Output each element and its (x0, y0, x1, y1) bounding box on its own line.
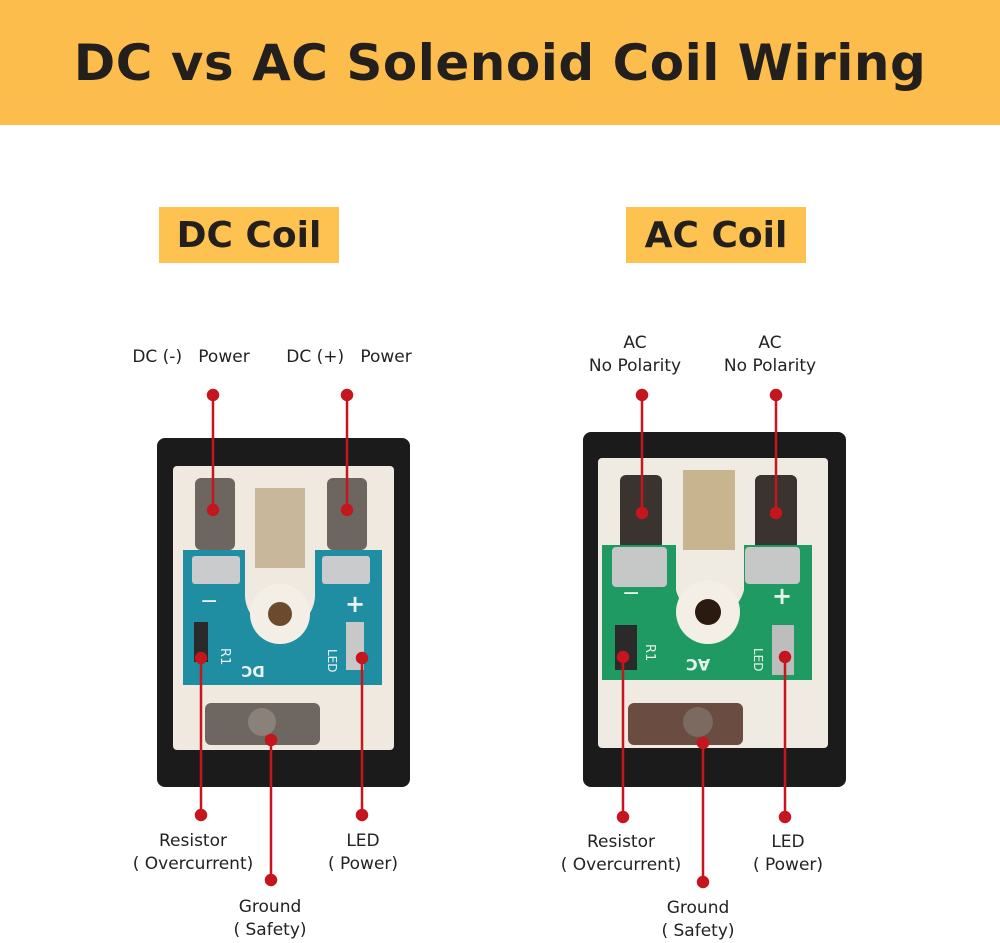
ac-coil-heading: AC Coil (626, 207, 806, 263)
ac-ground-label: Ground( Safety) (661, 898, 735, 941)
dc-negative-label: DC (-) Power (132, 347, 250, 367)
dc-pcb-r1: R1 (217, 648, 232, 665)
dc-pcb-plus: + (345, 590, 365, 618)
dc-pcb-label: DC (241, 662, 264, 680)
dc-resistor-label: Resistor( Overcurrent) (132, 831, 254, 874)
ac-pcb-plus: + (772, 582, 792, 610)
dc-ground-label: Ground( Safety) (233, 897, 307, 940)
ac-pcb-led: LED (751, 648, 765, 672)
ac-led-label: LED( Power) (752, 832, 824, 875)
dc-coil-device: DC R1 LED − + (157, 438, 410, 787)
ac-pcb-label: AC (686, 655, 710, 674)
ac-resistor-label: Resistor( Overcurrent) (560, 832, 682, 875)
dc-positive-label: DC (+) Power (286, 347, 412, 367)
dc-pcb-minus: − (200, 589, 218, 614)
page-title: DC vs AC Solenoid Coil Wiring (73, 33, 927, 92)
title-banner: DC vs AC Solenoid Coil Wiring (0, 0, 1000, 125)
ac-pcb-minus: − (622, 581, 640, 606)
dc-coil-heading: DC Coil (159, 207, 339, 263)
pointer-lines (194, 388, 792, 889)
dc-led-label: LED( Power) (327, 831, 399, 874)
dc-pcb-led: LED (325, 649, 339, 673)
ac-pcb-r1: R1 (642, 644, 657, 661)
